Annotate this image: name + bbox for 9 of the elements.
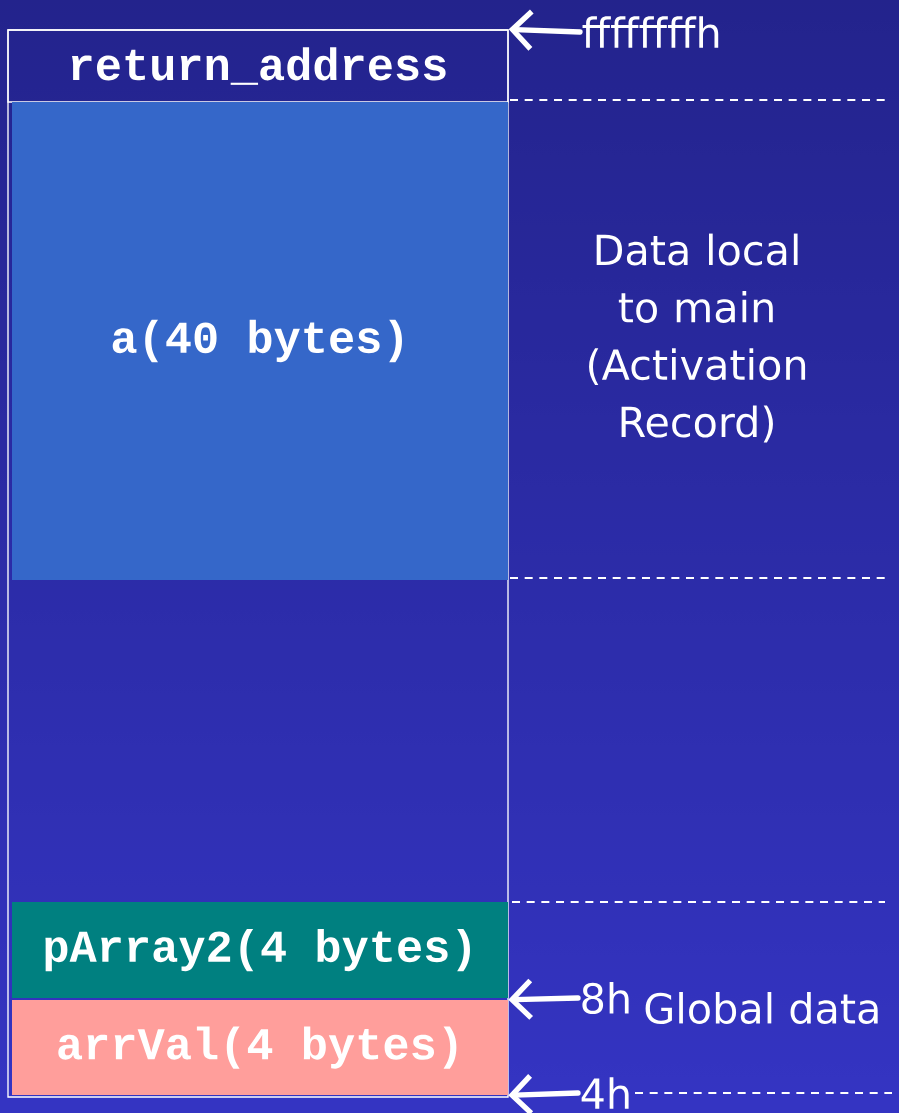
memory-cell: pArray2(4 bytes) (12, 902, 508, 998)
address-label: 8h (582, 982, 629, 1014)
address-label: ffffffffh (582, 16, 719, 48)
memory-cell: arrVal(4 bytes) (12, 1000, 508, 1095)
annotation-text: Global data (645, 992, 878, 1024)
memory-cell: a(40 bytes) (12, 102, 508, 580)
annotation-text: Data local to main (Activation Record) (589, 233, 806, 443)
memory-cell: return_address (7, 29, 509, 103)
address-label: 4h (581, 1077, 629, 1109)
